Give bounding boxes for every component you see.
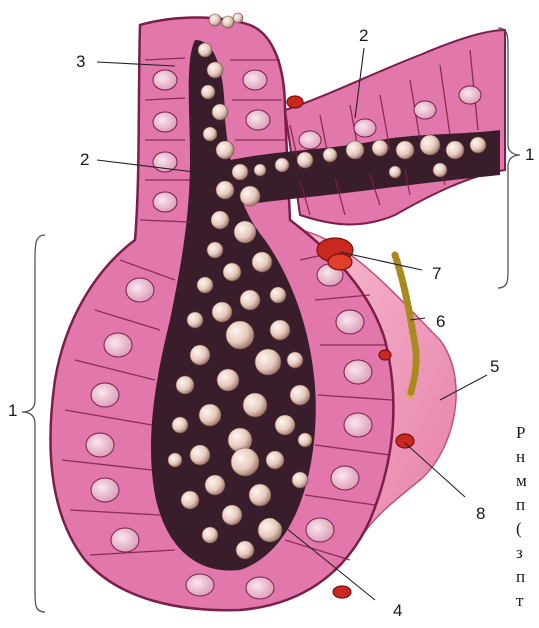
label-1-right: 1: [525, 146, 534, 163]
label-6: 6: [436, 313, 445, 330]
caption-fragment-1: Р: [516, 424, 525, 441]
caption-fragment-2: н: [516, 448, 525, 465]
label-2-left: 2: [80, 151, 89, 168]
label-2-top: 2: [359, 27, 368, 44]
label-5: 5: [490, 358, 499, 375]
label-1-left: 1: [8, 402, 17, 419]
label-3: 3: [76, 53, 85, 70]
caption-fragment-3: м: [516, 472, 527, 489]
label-8: 8: [476, 505, 485, 522]
caption-fragment-6: з: [516, 544, 523, 561]
label-4: 4: [393, 602, 402, 619]
caption-fragment-5: (: [516, 520, 522, 537]
vessel-8: [396, 434, 414, 448]
caption-fragment-8: т: [516, 592, 523, 609]
brace-left: [22, 235, 45, 612]
caption-fragment-7: п: [516, 568, 525, 585]
caption-fragment-4: п: [516, 496, 525, 513]
label-7: 7: [432, 265, 441, 282]
